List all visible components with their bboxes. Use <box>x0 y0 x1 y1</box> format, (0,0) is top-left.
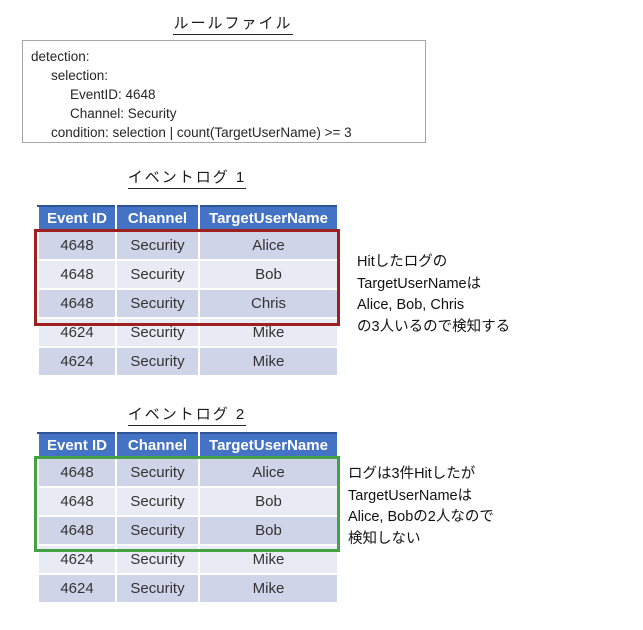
column-header-event-id: Event ID <box>37 432 117 459</box>
cell-event-id: 4648 <box>37 230 117 261</box>
table-row: 4624 Security Mike <box>37 317 339 348</box>
table-row: 4648 Security Bob <box>37 515 339 546</box>
rule-line: condition: selection | count(TargetUserN… <box>51 125 352 140</box>
table-row: 4624 Security Mike <box>37 573 339 604</box>
cell-targetusername: Bob <box>198 259 339 290</box>
annotation-line: Alice, Bobの2人なので <box>348 509 494 525</box>
cell-targetusername: Bob <box>198 515 339 546</box>
annotation-line: 検知しない <box>348 530 421 547</box>
table-row: 4624 Security Mike <box>37 544 339 575</box>
cell-channel: Security <box>115 317 200 348</box>
cell-channel: Security <box>115 259 200 290</box>
event-log-2-annotation: ログは3件Hitしたが TargetUserNameは Alice, Bobの2… <box>348 464 598 550</box>
event-log-2-table: Event ID Channel TargetUserName 4648 Sec… <box>37 432 339 604</box>
cell-channel: Security <box>115 230 200 261</box>
table-row: 4648 Security Bob <box>37 486 339 517</box>
cell-targetusername: Mike <box>198 317 339 348</box>
cell-channel: Security <box>115 486 200 517</box>
column-header-channel: Channel <box>115 205 200 232</box>
cell-channel: Security <box>115 288 200 319</box>
cell-event-id: 4624 <box>37 346 117 377</box>
rule-file-title: ルールファイル <box>30 12 436 35</box>
cell-event-id: 4624 <box>37 573 117 604</box>
header-row: Event ID Channel TargetUserName <box>37 205 339 232</box>
table-row: 4648 Security Alice <box>37 457 339 488</box>
cell-event-id: 4648 <box>37 259 117 290</box>
event-log-1-table: Event ID Channel TargetUserName 4648 Sec… <box>37 205 339 377</box>
cell-channel: Security <box>115 457 200 488</box>
cell-targetusername: Bob <box>198 486 339 517</box>
rule-line: detection: <box>31 49 90 64</box>
cell-targetusername: Alice <box>198 457 339 488</box>
cell-targetusername: Chris <box>198 288 339 319</box>
rule-file-box: detection: selection: EventID: 4648 Chan… <box>22 40 426 143</box>
column-header-targetusername: TargetUserName <box>198 432 339 459</box>
cell-targetusername: Mike <box>198 346 339 377</box>
column-header-targetusername: TargetUserName <box>198 205 339 232</box>
cell-targetusername: Alice <box>198 230 339 261</box>
cell-channel: Security <box>115 346 200 377</box>
event-log-1-annotation: Hitしたログの TargetUserNameは Alice, Bob, Chr… <box>357 252 587 338</box>
table-row: 4624 Security Mike <box>37 346 339 377</box>
annotation-line: Hitしたログの <box>357 254 448 270</box>
annotation-line: TargetUserNameは <box>357 275 482 292</box>
table-row: 4648 Security Alice <box>37 230 339 261</box>
annotation-line: の3人いるので検知する <box>357 318 511 335</box>
cell-targetusername: Mike <box>198 544 339 575</box>
annotation-line: ログは3件Hitしたが <box>348 466 476 482</box>
event-log-2-title-text: イベントログ 2 <box>127 406 247 426</box>
rule-file-title-text: ルールファイル <box>173 15 293 35</box>
table-row: 4648 Security Chris <box>37 288 339 319</box>
rule-line: Channel: Security <box>70 106 177 121</box>
header-row: Event ID Channel TargetUserName <box>37 432 339 459</box>
annotation-line: Alice, Bob, Chris <box>357 297 465 313</box>
cell-event-id: 4648 <box>37 457 117 488</box>
cell-channel: Security <box>115 544 200 575</box>
cell-event-id: 4648 <box>37 288 117 319</box>
rule-line: selection: <box>51 68 109 83</box>
cell-event-id: 4624 <box>37 317 117 348</box>
cell-targetusername: Mike <box>198 573 339 604</box>
annotation-line: TargetUserNameは <box>348 487 473 504</box>
event-log-1-title-text: イベントログ 1 <box>127 169 247 189</box>
event-log-1-title: イベントログ 1 <box>37 166 337 189</box>
cell-channel: Security <box>115 515 200 546</box>
cell-event-id: 4648 <box>37 515 117 546</box>
column-header-channel: Channel <box>115 432 200 459</box>
column-header-event-id: Event ID <box>37 205 117 232</box>
cell-event-id: 4624 <box>37 544 117 575</box>
rule-line: EventID: 4648 <box>70 87 156 102</box>
event-log-2-title: イベントログ 2 <box>37 403 337 426</box>
cell-channel: Security <box>115 573 200 604</box>
table-row: 4648 Security Bob <box>37 259 339 290</box>
cell-event-id: 4648 <box>37 486 117 517</box>
